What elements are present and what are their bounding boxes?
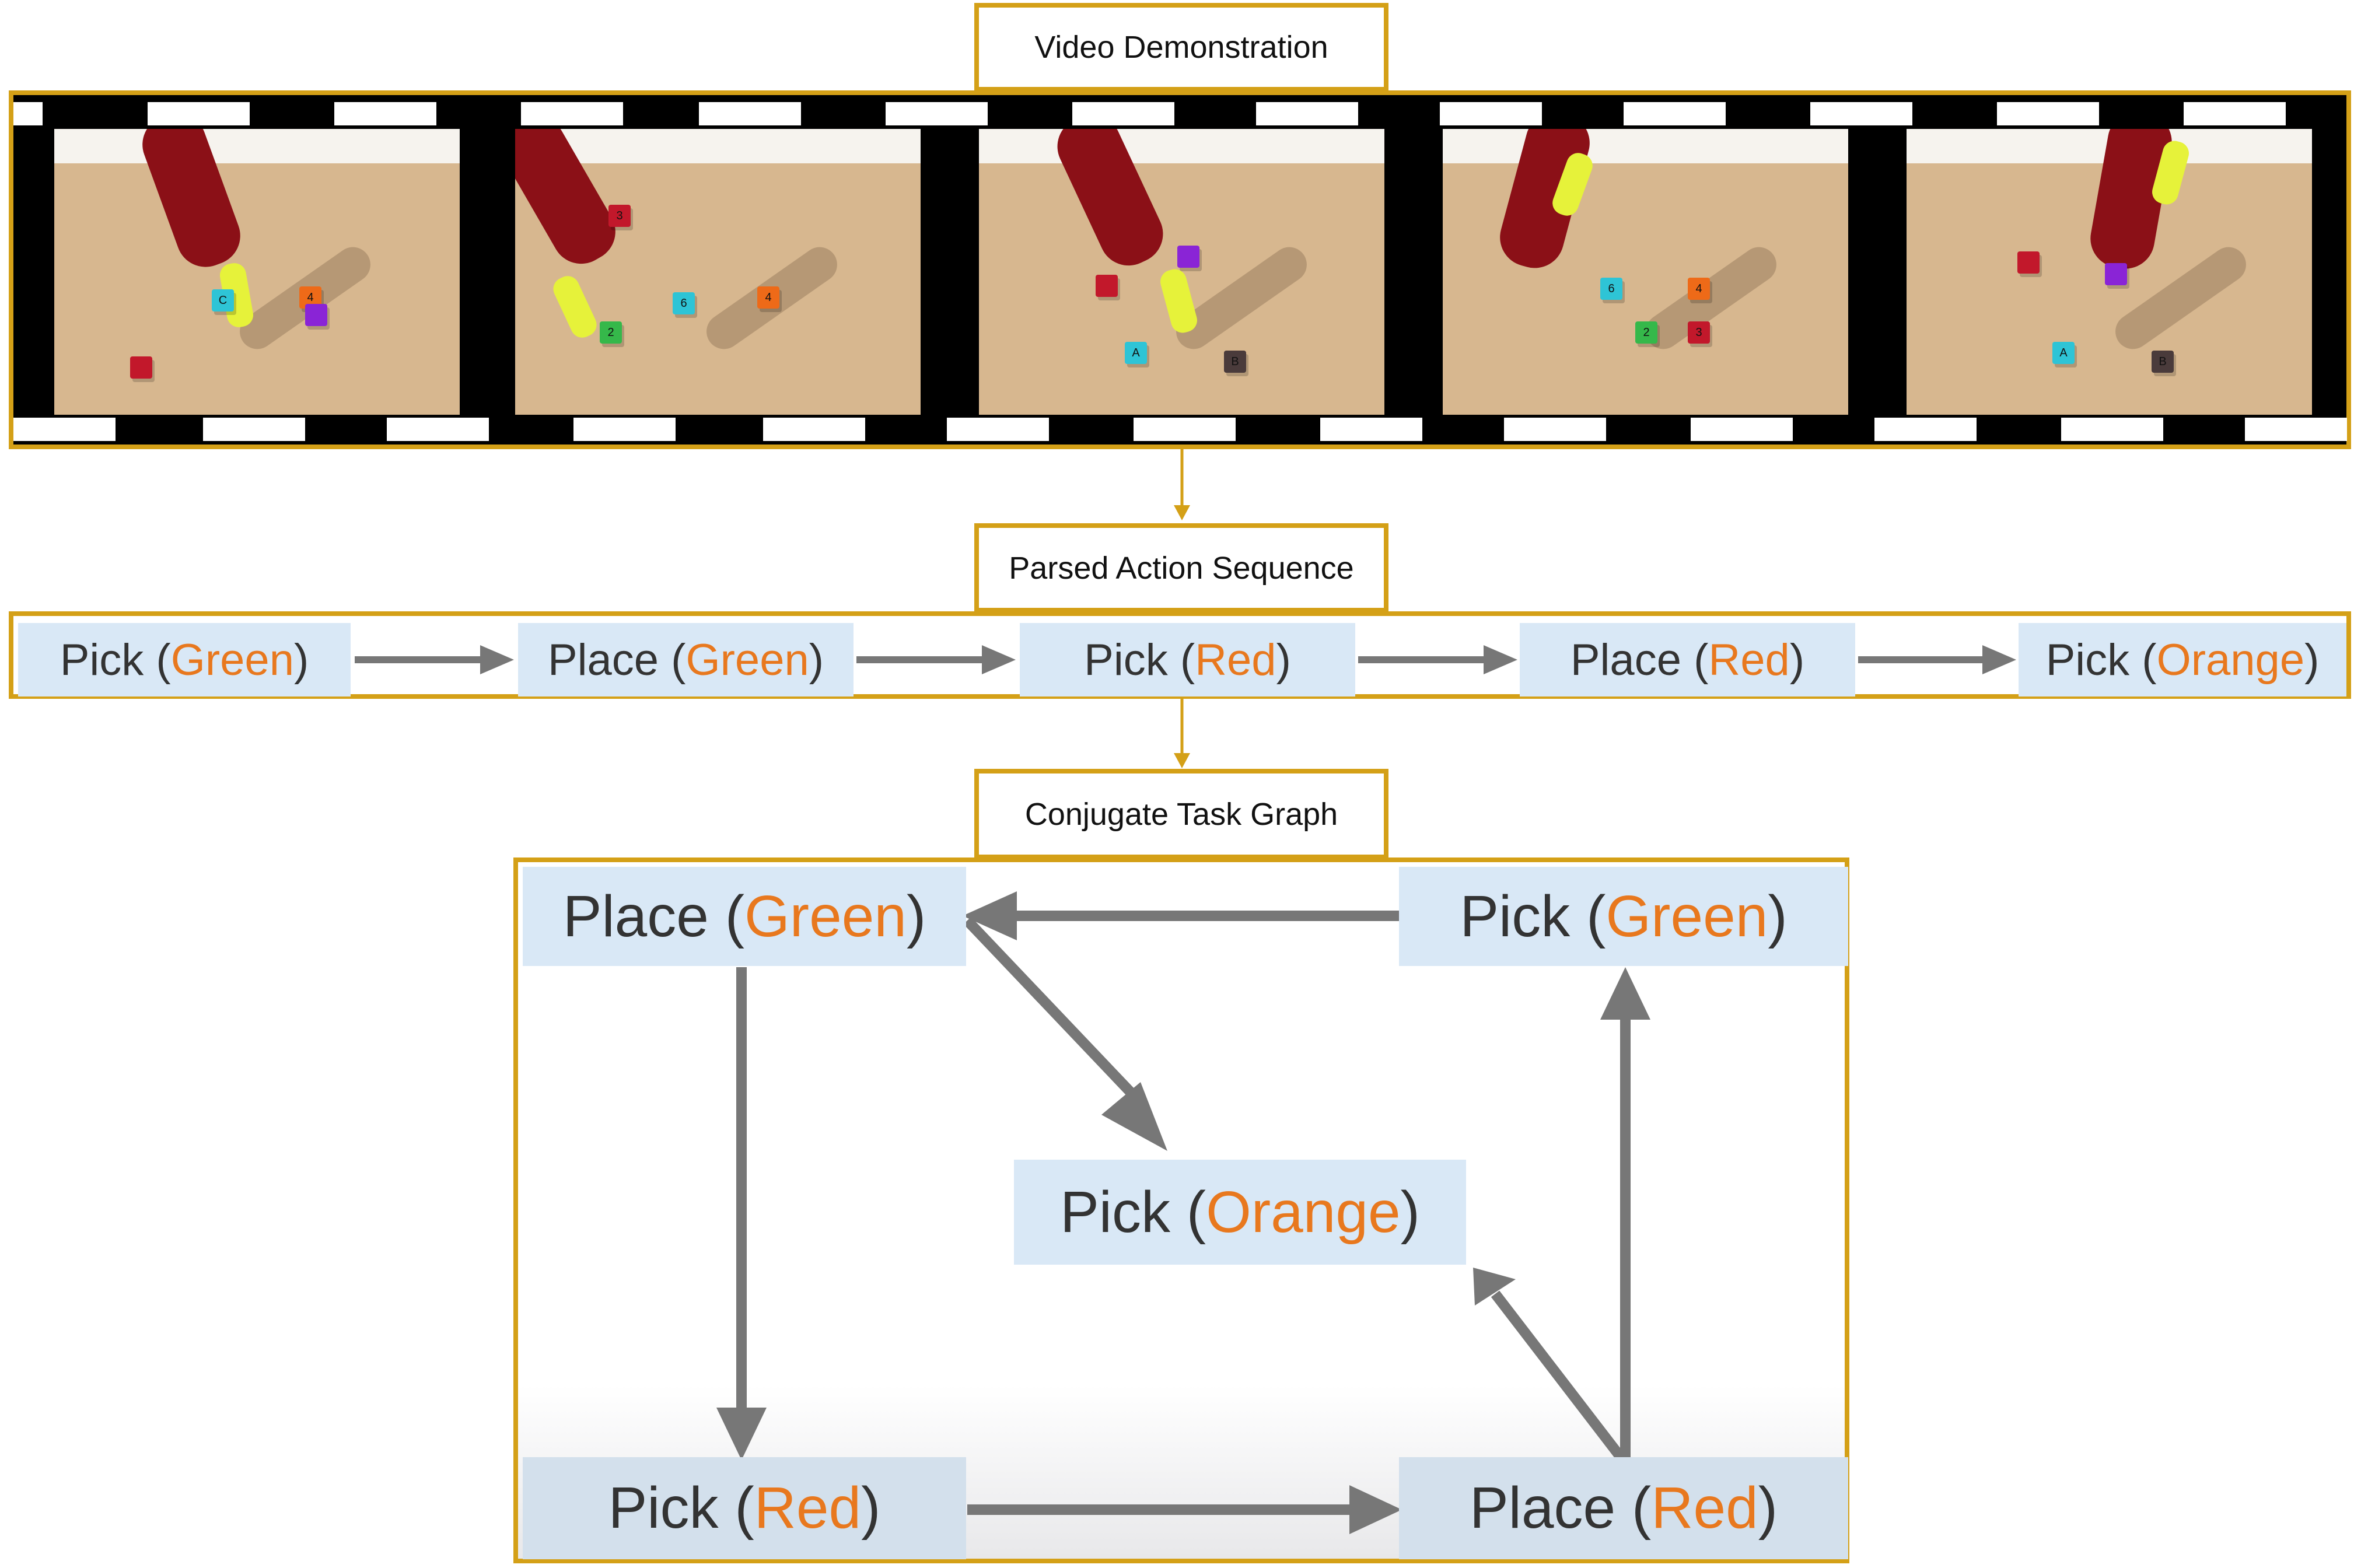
graph-node-pick-orange: Pick (Orange) (1014, 1160, 1466, 1265)
graph-node-place-red: Place (Red) (1399, 1457, 1848, 1559)
edge-place-green-to-pick-orange (963, 916, 1167, 1151)
cube-block (130, 356, 152, 379)
graph-node-pick-red-action: Pick (608, 1475, 719, 1541)
sequence-arrow-3 (1358, 645, 1517, 674)
sequence-node-4-action: Place (1570, 635, 1681, 685)
sequence-to-graph-arrow (1174, 699, 1190, 768)
cube-block (2017, 251, 2040, 274)
sequence-node-2-object: Green (685, 635, 809, 685)
cube-block: 2 (1635, 321, 1657, 344)
cube-block (1177, 246, 1199, 268)
sequence-node-2: Place (Green) (518, 623, 854, 696)
sequence-arrow-2 (856, 645, 1016, 674)
edge-pick-green-to-place-green (963, 891, 1399, 940)
edge-place-red-to-pick-orange (1473, 1268, 1625, 1461)
sequence-node-1: Pick (Green) (18, 623, 351, 696)
sequence-node-3: Pick (Red) (1020, 623, 1355, 696)
parsed-action-sequence: Pick (Green) Place (Green) Pick (Red) Pl… (9, 611, 2351, 699)
video-demonstration-title: Video Demonstration (974, 3, 1388, 92)
sequence-node-1-object: Green (170, 635, 294, 685)
graph-node-pick-orange-object: Orange (1206, 1179, 1401, 1245)
graph-node-place-green: Place (Green) (523, 867, 966, 966)
sequence-node-2-action: Place (547, 635, 659, 685)
cube-block: 6 (1600, 278, 1622, 300)
graph-node-pick-orange-action: Pick (1060, 1179, 1170, 1245)
cube-block: 6 (673, 292, 695, 314)
graph-node-place-green-action: Place (562, 883, 709, 949)
parsed-action-sequence-label: Parsed Action Sequence (1009, 550, 1354, 586)
cube-block: A (2052, 342, 2075, 364)
parsed-action-sequence-title: Parsed Action Sequence (974, 523, 1388, 612)
cube-block: C (212, 289, 234, 312)
cube-block: 4 (1688, 278, 1710, 300)
cube-block: 3 (608, 205, 631, 227)
cube-block: 2 (600, 321, 622, 344)
conjugate-task-graph-label: Conjugate Task Graph (1024, 796, 1338, 832)
cube-block: 4 (757, 286, 779, 309)
sequence-node-4-object: Red (1708, 635, 1790, 685)
sequence-arrows (355, 645, 2016, 674)
video-demonstration-label: Video Demonstration (1034, 30, 1328, 65)
video-frame-4: 6 4 2 3 (1443, 129, 1848, 415)
sequence-arrow-4 (1858, 645, 2016, 674)
cube-block (2105, 263, 2127, 285)
sequence-node-3-object: Red (1195, 635, 1276, 685)
edge-pick-red-to-place-red (967, 1485, 1402, 1534)
robot-gripper (1157, 267, 1200, 335)
edge-place-green-to-pick-red (716, 967, 767, 1460)
sequence-node-3-action: Pick (1084, 635, 1168, 685)
cube-block (305, 304, 327, 326)
sequence-arrow-1 (355, 645, 514, 674)
graph-node-place-red-object: Red (1651, 1475, 1758, 1541)
sequence-node-5-action: Pick (2045, 635, 2130, 685)
edge-place-red-to-pick-green (1600, 967, 1650, 1457)
graph-edges (716, 891, 1650, 1534)
graph-node-place-green-object: Green (744, 883, 907, 949)
robot-shadow (1639, 240, 1783, 356)
graph-node-pick-green-action: Pick (1460, 883, 1571, 949)
cube-block (1096, 275, 1118, 297)
conjugate-task-graph-title: Conjugate Task Graph (974, 769, 1388, 859)
cube-block: B (2152, 351, 2174, 373)
video-to-sequence-arrow (1174, 449, 1190, 520)
graph-node-place-red-action: Place (1469, 1475, 1616, 1541)
video-frame-2: 3 6 4 2 (515, 129, 921, 415)
conjugate-task-graph: Place (Green) Pick (Green) Pick (Orange)… (513, 858, 1849, 1563)
sequence-node-1-action: Pick (60, 635, 144, 685)
cube-block: A (1125, 342, 1147, 364)
cube-block: 3 (1688, 321, 1710, 344)
sequence-node-5-object: Orange (2156, 635, 2305, 685)
graph-node-pick-red: Pick (Red) (523, 1457, 966, 1559)
sequence-node-5: Pick (Orange) (2019, 623, 2346, 696)
graph-node-pick-green-object: Green (1606, 883, 1768, 949)
sequence-node-4: Place (Red) (1520, 623, 1855, 696)
robot-gripper (549, 272, 601, 342)
graph-node-pick-red-object: Red (754, 1475, 862, 1541)
graph-node-pick-green: Pick (Green) (1399, 867, 1848, 966)
cube-block: B (1224, 351, 1246, 373)
